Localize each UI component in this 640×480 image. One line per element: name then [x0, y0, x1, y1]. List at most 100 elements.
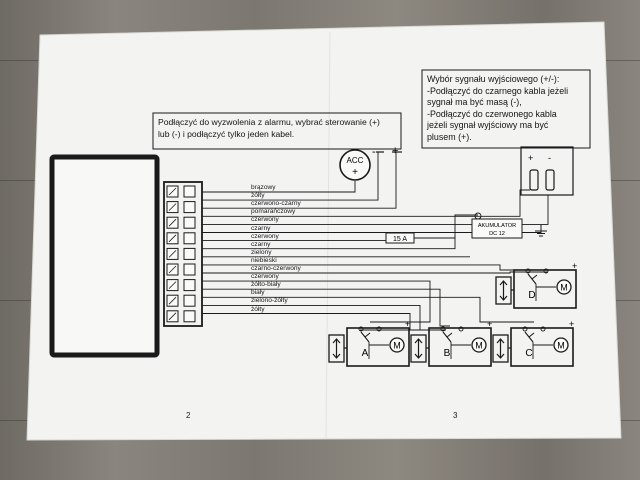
actuator-switch-icon [527, 273, 538, 285]
connector-pin-right [183, 232, 196, 245]
actuator-body [428, 327, 492, 367]
battery-box [471, 218, 523, 239]
wire-label: zielony [251, 248, 272, 256]
wire-line [202, 288, 450, 327]
right-note-line5: jeżeli sygnał wyjściowy ma być [427, 120, 549, 130]
wire-label: czerwony [251, 216, 279, 224]
right-note-line2: -Podłączyć do czarnego kabla jeżeli [427, 85, 569, 96]
right-note-text: Wybór sygnału wyjściowego (+/-): -Podłąc… [427, 74, 568, 143]
top-note-line1: Podłączyć do wyzwolenia z alarmu, wybrać… [158, 117, 380, 127]
right-note-box [421, 69, 591, 149]
wire-line [202, 313, 446, 331]
motor-label: M [560, 283, 568, 293]
wire-label: czarny [251, 240, 271, 248]
top-note-line2: lub (-) i podłączyć tylko jeden kabel. [158, 128, 295, 139]
output-terminal-minus [529, 169, 539, 191]
wire-group [202, 152, 549, 331]
motor-circle [389, 337, 405, 353]
battery-label-line2: DC 12 [489, 231, 505, 237]
actuator-group: MA+MB+MC+MD+ [328, 261, 577, 367]
wire-label: czerwony [251, 273, 279, 281]
motor-label: M [393, 341, 401, 351]
connector-pin-right [183, 294, 196, 307]
actuator-letter: C [525, 348, 532, 359]
actuator-body [510, 327, 574, 367]
page-number-right: 3 [453, 411, 458, 420]
motor-label: M [475, 341, 483, 351]
wire-line [202, 280, 431, 323]
connector-pin-right [183, 185, 196, 198]
actuator-plus-label: + [569, 319, 574, 329]
wire-label: biały [251, 289, 265, 297]
wire-line [202, 189, 530, 217]
motor-label: M [557, 341, 565, 351]
connector-pin-right [183, 247, 196, 260]
wire-line [202, 271, 548, 274]
selector-minus-label: - [548, 153, 551, 163]
actuator-letter: B [444, 348, 451, 359]
right-note-line6: plusem (+). [427, 131, 472, 142]
wire-line [202, 236, 456, 250]
output-selector-box [520, 146, 574, 196]
wire-line [202, 195, 549, 225]
wire-label: niebieski [251, 256, 277, 264]
wire-line [202, 304, 421, 331]
actuator-plus-label: + [487, 319, 492, 329]
right-note-line1: Wybór sygnału wyjściowego (+/-): [427, 74, 560, 84]
motor-circle [556, 279, 572, 295]
right-note-line3: sygnał ma być masą (-), [427, 97, 522, 107]
wire-label: żółty [251, 192, 265, 200]
actuator-c: M C + [492, 319, 574, 367]
actuator-plus-label: + [405, 319, 410, 329]
ground-icon [535, 225, 547, 237]
motor-circle [471, 337, 487, 353]
wire-line [202, 296, 534, 323]
actuator-d: MD+ [495, 261, 577, 309]
connector-pin-right [183, 263, 196, 276]
wire-line [202, 152, 397, 209]
trigger-plus-label: + [392, 145, 398, 157]
acc-circle [339, 149, 371, 181]
actuator-letter: D [528, 290, 535, 301]
wire-line [202, 152, 379, 201]
wire-label: brązowy [251, 184, 276, 191]
acc-plus-symbol: + [352, 167, 358, 178]
motor-circle [553, 337, 569, 353]
actuator-switch-icon [360, 331, 371, 343]
control-unit-box [49, 154, 160, 358]
fuse-label: 15 A [393, 236, 407, 243]
wire-label: żółty [251, 305, 265, 313]
battery-lead [414, 214, 478, 239]
fuse-symbol [385, 232, 415, 244]
wire-label: zielono-żółty [251, 297, 288, 305]
page-number-left: 2 [186, 411, 191, 420]
actuator-letter: A [362, 348, 369, 359]
right-note-line4: -Podłączyć do czerwonego kabla [427, 108, 557, 119]
wire-label: czarny [251, 224, 271, 232]
top-note-text: Podłączyć do wyzwolenia z alarmu, wybrać… [158, 117, 380, 140]
paper-fold [325, 31, 331, 439]
wire-label: czarno-czerwony [251, 265, 301, 272]
selector-plus-label: + [528, 153, 533, 163]
connector-pin-right [183, 279, 196, 292]
connector-pin-right [183, 310, 196, 323]
battery-label-line1: AKUMULATOR [478, 223, 516, 229]
wire-label: żółto-biały [251, 281, 281, 289]
actuator-body [346, 327, 410, 367]
wire-label: czerwono-czarny [251, 200, 301, 208]
wire-label: pomarańczowy [251, 208, 296, 216]
connector-housing [163, 181, 203, 327]
paper-sheet [26, 21, 622, 441]
acc-label: ACC [347, 156, 364, 165]
battery-plus-terminal [474, 212, 482, 220]
wire-label: czerwony [251, 232, 279, 240]
actuator-b: M B + [410, 319, 492, 367]
actuator-switch-icon [524, 331, 535, 343]
connector-pin-right [183, 201, 196, 214]
connector-pin-right [183, 216, 196, 229]
actuator-a: M A + [328, 319, 410, 367]
connector-pins [166, 185, 196, 323]
top-note-box [152, 112, 402, 150]
